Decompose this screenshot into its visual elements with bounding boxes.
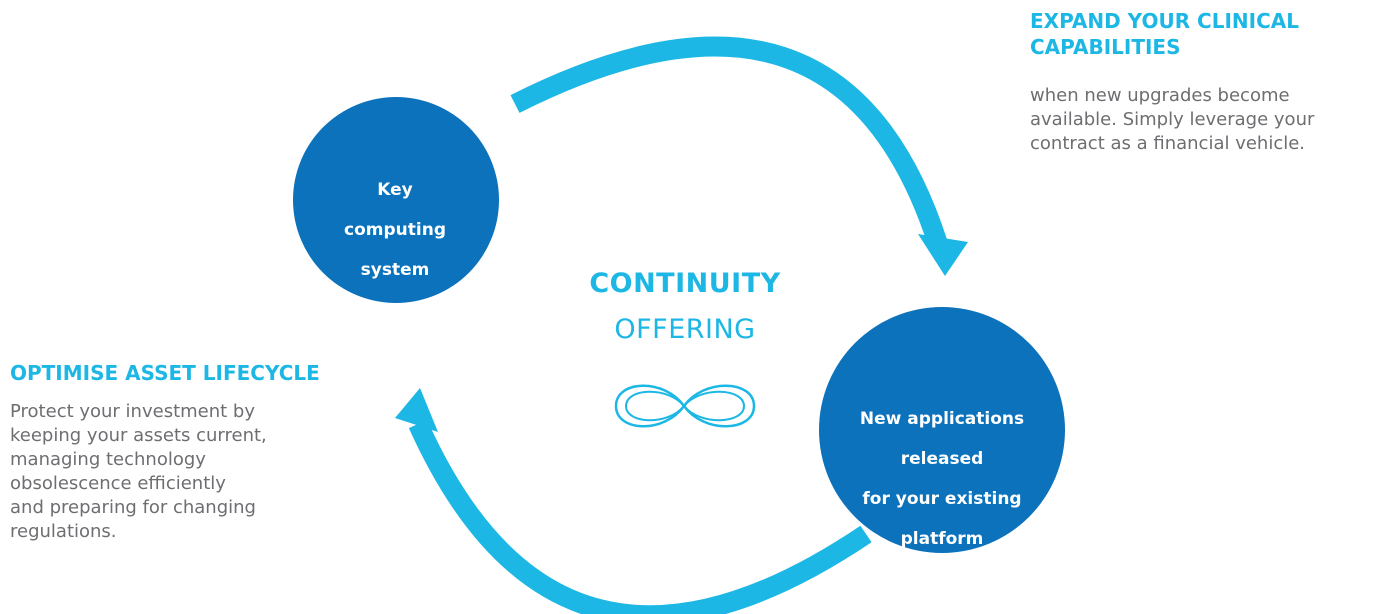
bottom-cycle-arrowhead: [395, 388, 438, 432]
body-line: contract as a financial vehicle.: [1030, 133, 1306, 154]
continuity-title: CONTINUITY: [589, 268, 781, 299]
offering-subtitle: OFFERING: [614, 314, 756, 345]
circle-right-line: platform: [900, 529, 984, 549]
new-applications-circle: [819, 307, 1065, 553]
circle-left-line: upgrades: [349, 300, 441, 320]
infinity-icon: [614, 384, 756, 428]
body-line: Protect your investment by: [10, 401, 256, 422]
circle-right-line: released: [900, 449, 984, 469]
circle-left-line: computing: [344, 220, 446, 240]
body-line: regulations.: [10, 521, 117, 542]
circle-left-line: system: [360, 260, 430, 280]
key-upgrades-circle: [293, 97, 499, 303]
body-line: and preparing for changing: [10, 497, 256, 518]
circle-right-line: for your existing: [862, 489, 1022, 509]
key-upgrades-label: Key computing system upgrades: [330, 160, 460, 340]
top-cycle-arrowhead: [918, 234, 968, 276]
heading-line: EXPAND YOUR CLINICAL: [1030, 9, 1300, 33]
circle-right-line: New applications: [859, 409, 1025, 429]
body-line: available. Simply leverage your: [1030, 109, 1315, 130]
new-applications-label: New applications released for your exist…: [842, 389, 1042, 569]
expand-capabilities-heading: EXPAND YOUR CLINICAL CAPABILITIES: [1030, 8, 1370, 60]
circle-left-line: Key: [377, 180, 413, 200]
top-cycle-arrow-shaft: [510, 36, 948, 248]
body-line: keeping your assets current,: [10, 425, 267, 446]
body-line: when new upgrades become: [1030, 85, 1290, 106]
body-line: managing technology: [10, 449, 206, 470]
body-line: obsolescence efficiently: [10, 473, 226, 494]
optimise-lifecycle-description: Protect your investment by keeping your …: [10, 400, 340, 544]
bottom-cycle-arrow-shaft: [408, 419, 872, 614]
optimise-lifecycle-heading: OPTIMISE ASSET LIFECYCLE: [10, 361, 320, 385]
expand-capabilities-description: when new upgrades become available. Simp…: [1030, 84, 1380, 156]
heading-line: CAPABILITIES: [1030, 35, 1181, 59]
